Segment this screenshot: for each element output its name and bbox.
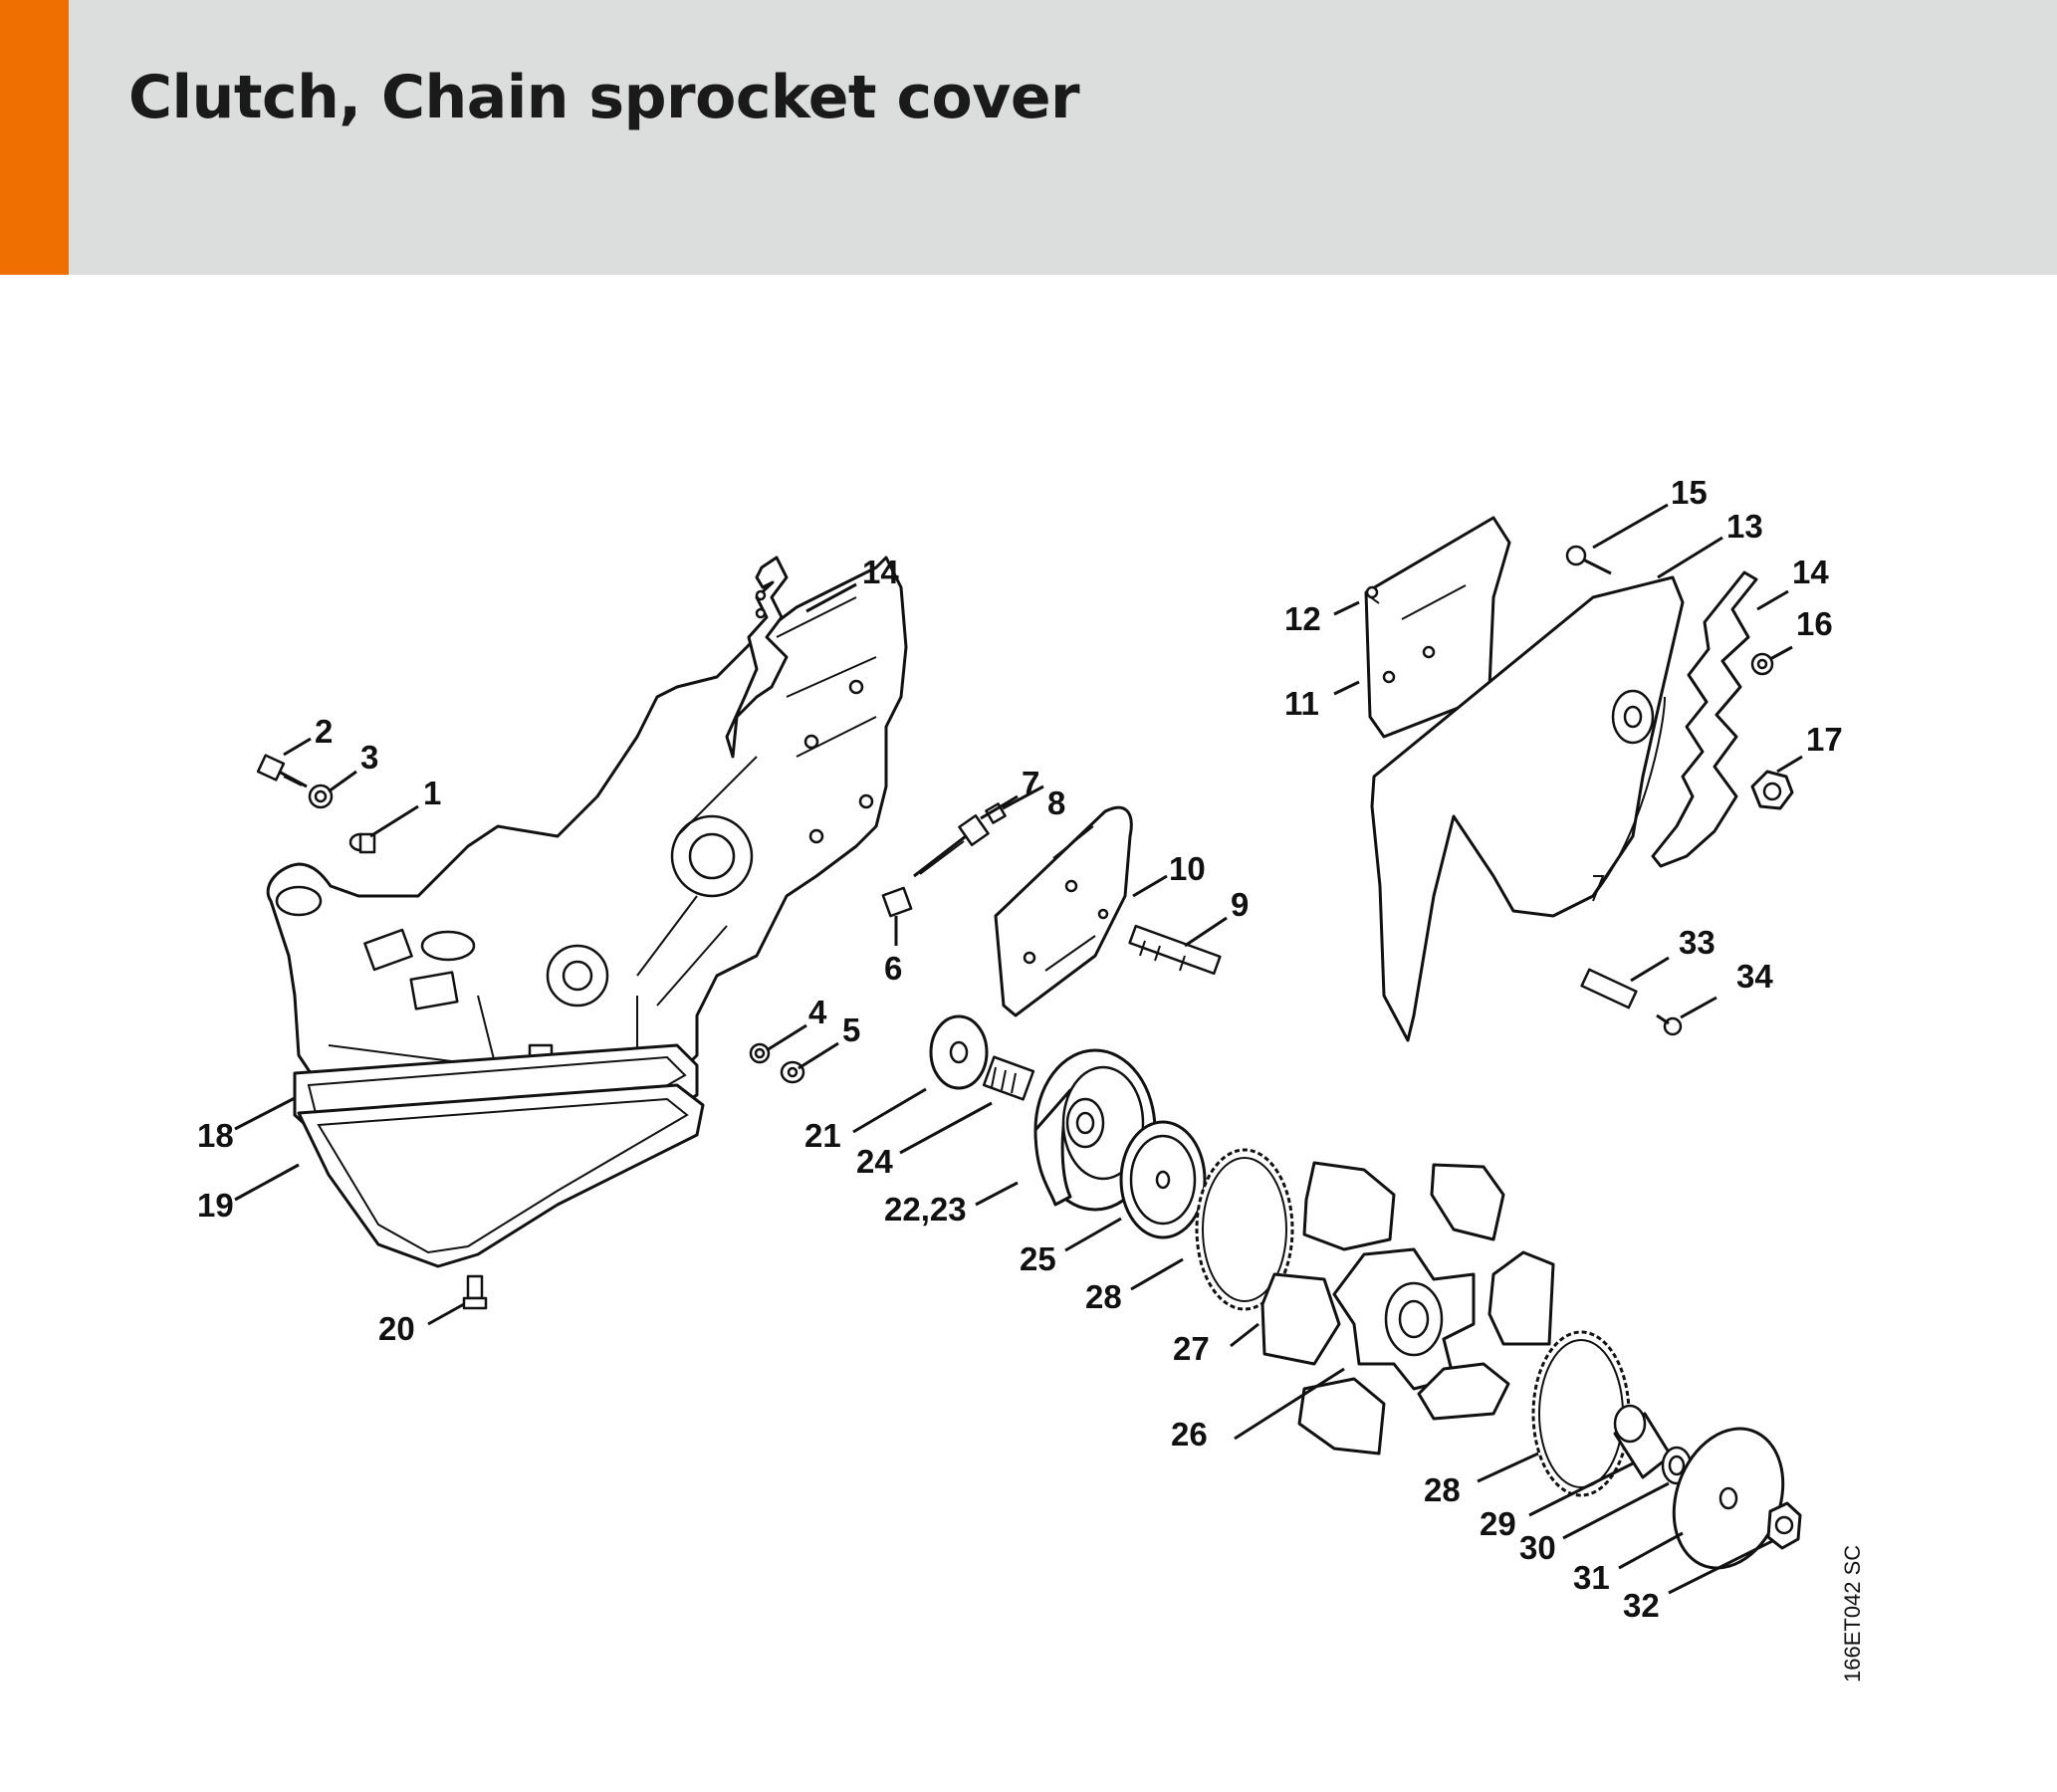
callout-12: 12	[1284, 600, 1321, 637]
chain-guard-plate-left	[725, 556, 789, 759]
adjuster-nut-6	[881, 886, 913, 918]
needle-cage-24	[982, 1055, 1035, 1101]
disc-31	[1672, 1427, 1785, 1570]
callout-17: 17	[1806, 721, 1843, 758]
callout-28-lower: 28	[1424, 1471, 1461, 1508]
callout-6: 6	[884, 950, 902, 987]
screw-20	[462, 1274, 488, 1310]
chain-guard-plate-right	[1651, 570, 1758, 868]
side-plate-10	[994, 805, 1133, 1017]
callout-8: 8	[1047, 784, 1065, 821]
nut-8	[985, 802, 1007, 824]
nut-32	[1766, 1501, 1802, 1550]
callout-14-right: 14	[1792, 554, 1829, 590]
callout-26: 26	[1171, 1416, 1208, 1453]
callout-10: 10	[1169, 850, 1206, 887]
callout-14-left: 14	[862, 554, 899, 590]
nut-16	[1750, 652, 1774, 676]
callout-24: 24	[856, 1143, 893, 1180]
tensioner-screw-7	[913, 814, 990, 878]
bush-29	[1613, 1404, 1673, 1479]
leader-lines	[234, 503, 1803, 1595]
callout-2: 2	[315, 713, 333, 750]
washer-21	[929, 1014, 989, 1090]
clutch-carrier-26	[1332, 1247, 1476, 1391]
callout-27: 27	[1173, 1330, 1210, 1367]
callout-28-upper: 28	[1085, 1278, 1122, 1315]
disc-25	[1119, 1120, 1207, 1239]
callout-30: 30	[1519, 1529, 1556, 1566]
screw-34	[1656, 1013, 1683, 1036]
callout-3: 3	[360, 739, 378, 776]
screw-2	[256, 754, 308, 788]
screw-15	[1565, 545, 1612, 575]
callout-32: 32	[1623, 1587, 1660, 1624]
callout-1: 1	[423, 775, 441, 811]
callout-34: 34	[1736, 958, 1773, 995]
callout-19: 19	[197, 1187, 234, 1224]
callout-13: 13	[1726, 508, 1763, 545]
header-band	[0, 0, 2057, 275]
callout-labels: 1 2 3 4 5 6 7 8 9 10 11 12 13 14 14 15 1…	[197, 474, 1843, 1624]
orange-accent-bar	[0, 0, 69, 275]
chain-sprocket-cover-13	[1370, 575, 1685, 1042]
callout-25: 25	[1020, 1240, 1056, 1277]
stud-9	[1128, 924, 1222, 976]
callout-18: 18	[197, 1117, 234, 1154]
screw-12	[1365, 585, 1380, 604]
callout-31: 31	[1573, 1559, 1610, 1596]
callout-29: 29	[1480, 1505, 1516, 1542]
callout-21: 21	[804, 1117, 841, 1154]
callout-20: 20	[378, 1310, 415, 1347]
callout-11: 11	[1284, 685, 1319, 722]
callout-7: 7	[1022, 765, 1039, 801]
plug-1	[348, 832, 376, 854]
callout-9: 9	[1231, 886, 1249, 923]
callout-16: 16	[1796, 605, 1833, 642]
clutch-shoes-27	[1260, 1161, 1555, 1456]
callout-22-23: 22,23	[884, 1191, 967, 1228]
nut-3	[308, 784, 334, 809]
callout-33: 33	[1679, 924, 1715, 961]
callout-5: 5	[842, 1011, 860, 1048]
callout-4: 4	[808, 994, 827, 1030]
clutch-spring-28-upper	[1195, 1148, 1294, 1311]
clutch-spring-28-lower	[1531, 1330, 1631, 1497]
gasket-19	[297, 1083, 705, 1268]
page-title: Clutch, Chain sprocket cover	[128, 63, 1080, 132]
pin-33	[1580, 968, 1638, 1009]
nut-17	[1750, 770, 1794, 810]
callout-15: 15	[1671, 474, 1708, 511]
drawing-reference-code: 166ET042 SC	[1840, 1545, 1865, 1682]
